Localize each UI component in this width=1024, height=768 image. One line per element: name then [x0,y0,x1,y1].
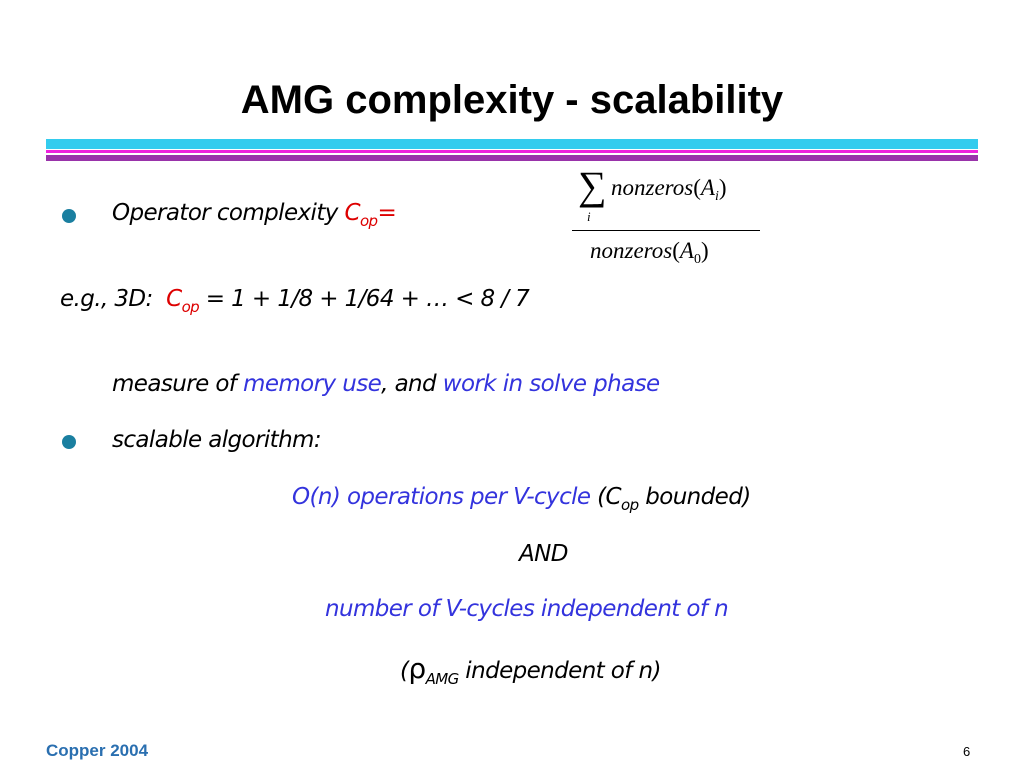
measure-and: , and [381,371,443,397]
numerator-sub: i [714,189,719,204]
formula-numerator: nonzeros(Ai) [611,175,727,204]
work-solve-text: work in solve phase [442,371,660,397]
example-cop-symbol: C [166,286,182,312]
cop-bounded-close: bounded) [638,484,751,510]
scalable-algorithm-label: scalable algorithm: [112,427,322,453]
memory-use-text: memory use [243,371,382,397]
cop-symbol: C [344,200,360,226]
rho-line: (ρAMG independent of n) [400,652,661,688]
measure-line: measure of memory use, and work in solve… [112,371,660,397]
fraction-line [572,230,760,231]
title-divider-cyan [46,139,978,149]
operations-line: O(n) operations per V-cycle (Cop bounded… [292,484,751,514]
footer-label: Copper 2004 [46,741,149,760]
page-number: 6 [963,744,971,759]
rho-rest: independent of n) [458,658,661,684]
denominator-var: A [679,238,694,263]
operations-text: O(n) operations per V-cycle [292,484,591,510]
sum-symbol: ∑ [578,163,607,208]
denominator-open-paren: ( [672,238,680,263]
measure-prefix: measure of [112,371,244,397]
cop-bounded-sub: op [621,496,639,514]
rho-symbol: ρ [408,652,426,685]
bullet-dot [62,209,76,223]
complexity-formula: ∑ i nonzeros(Ai) nonzeros(A0) [570,163,762,270]
example-expression: = 1 + 1/8 + 1/64 + … < 8 / 7 [199,286,530,312]
operator-complexity-line: Operator complexity Cop= [112,200,397,230]
operator-complexity-label: Operator complexity [112,200,345,226]
and-text: AND [519,541,568,567]
denominator-func: nonzeros [590,238,673,263]
example-line: e.g., 3D: Cop = 1 + 1/8 + 1/64 + … < 8 /… [60,286,530,316]
example-cop-subscript: op [181,298,200,316]
slide-title: AMG complexity - scalability [240,78,784,122]
example-prefix: e.g., 3D: [60,286,153,312]
denominator-sub: 0 [693,252,701,267]
cop-bounded-open: (C [590,484,622,510]
denominator-close-paren: ) [700,238,709,263]
numerator-open-paren: ( [693,175,701,200]
numerator-func: nonzeros [611,175,694,200]
numerator-close-paren: ) [718,175,727,200]
title-divider-magenta [46,150,978,153]
bullet-dot [62,435,76,449]
sum-index: i [587,209,591,224]
numerator-var: A [700,175,715,200]
rho-subscript: AMG [425,670,460,688]
equals-sign: = [377,200,397,226]
rho-open-paren: ( [400,658,409,684]
cop-subscript: op [359,212,378,230]
vcycles-line: number of V-cycles independent of n [325,596,729,622]
title-divider-purple [46,155,978,161]
formula-denominator: nonzeros(A0) [590,238,709,267]
